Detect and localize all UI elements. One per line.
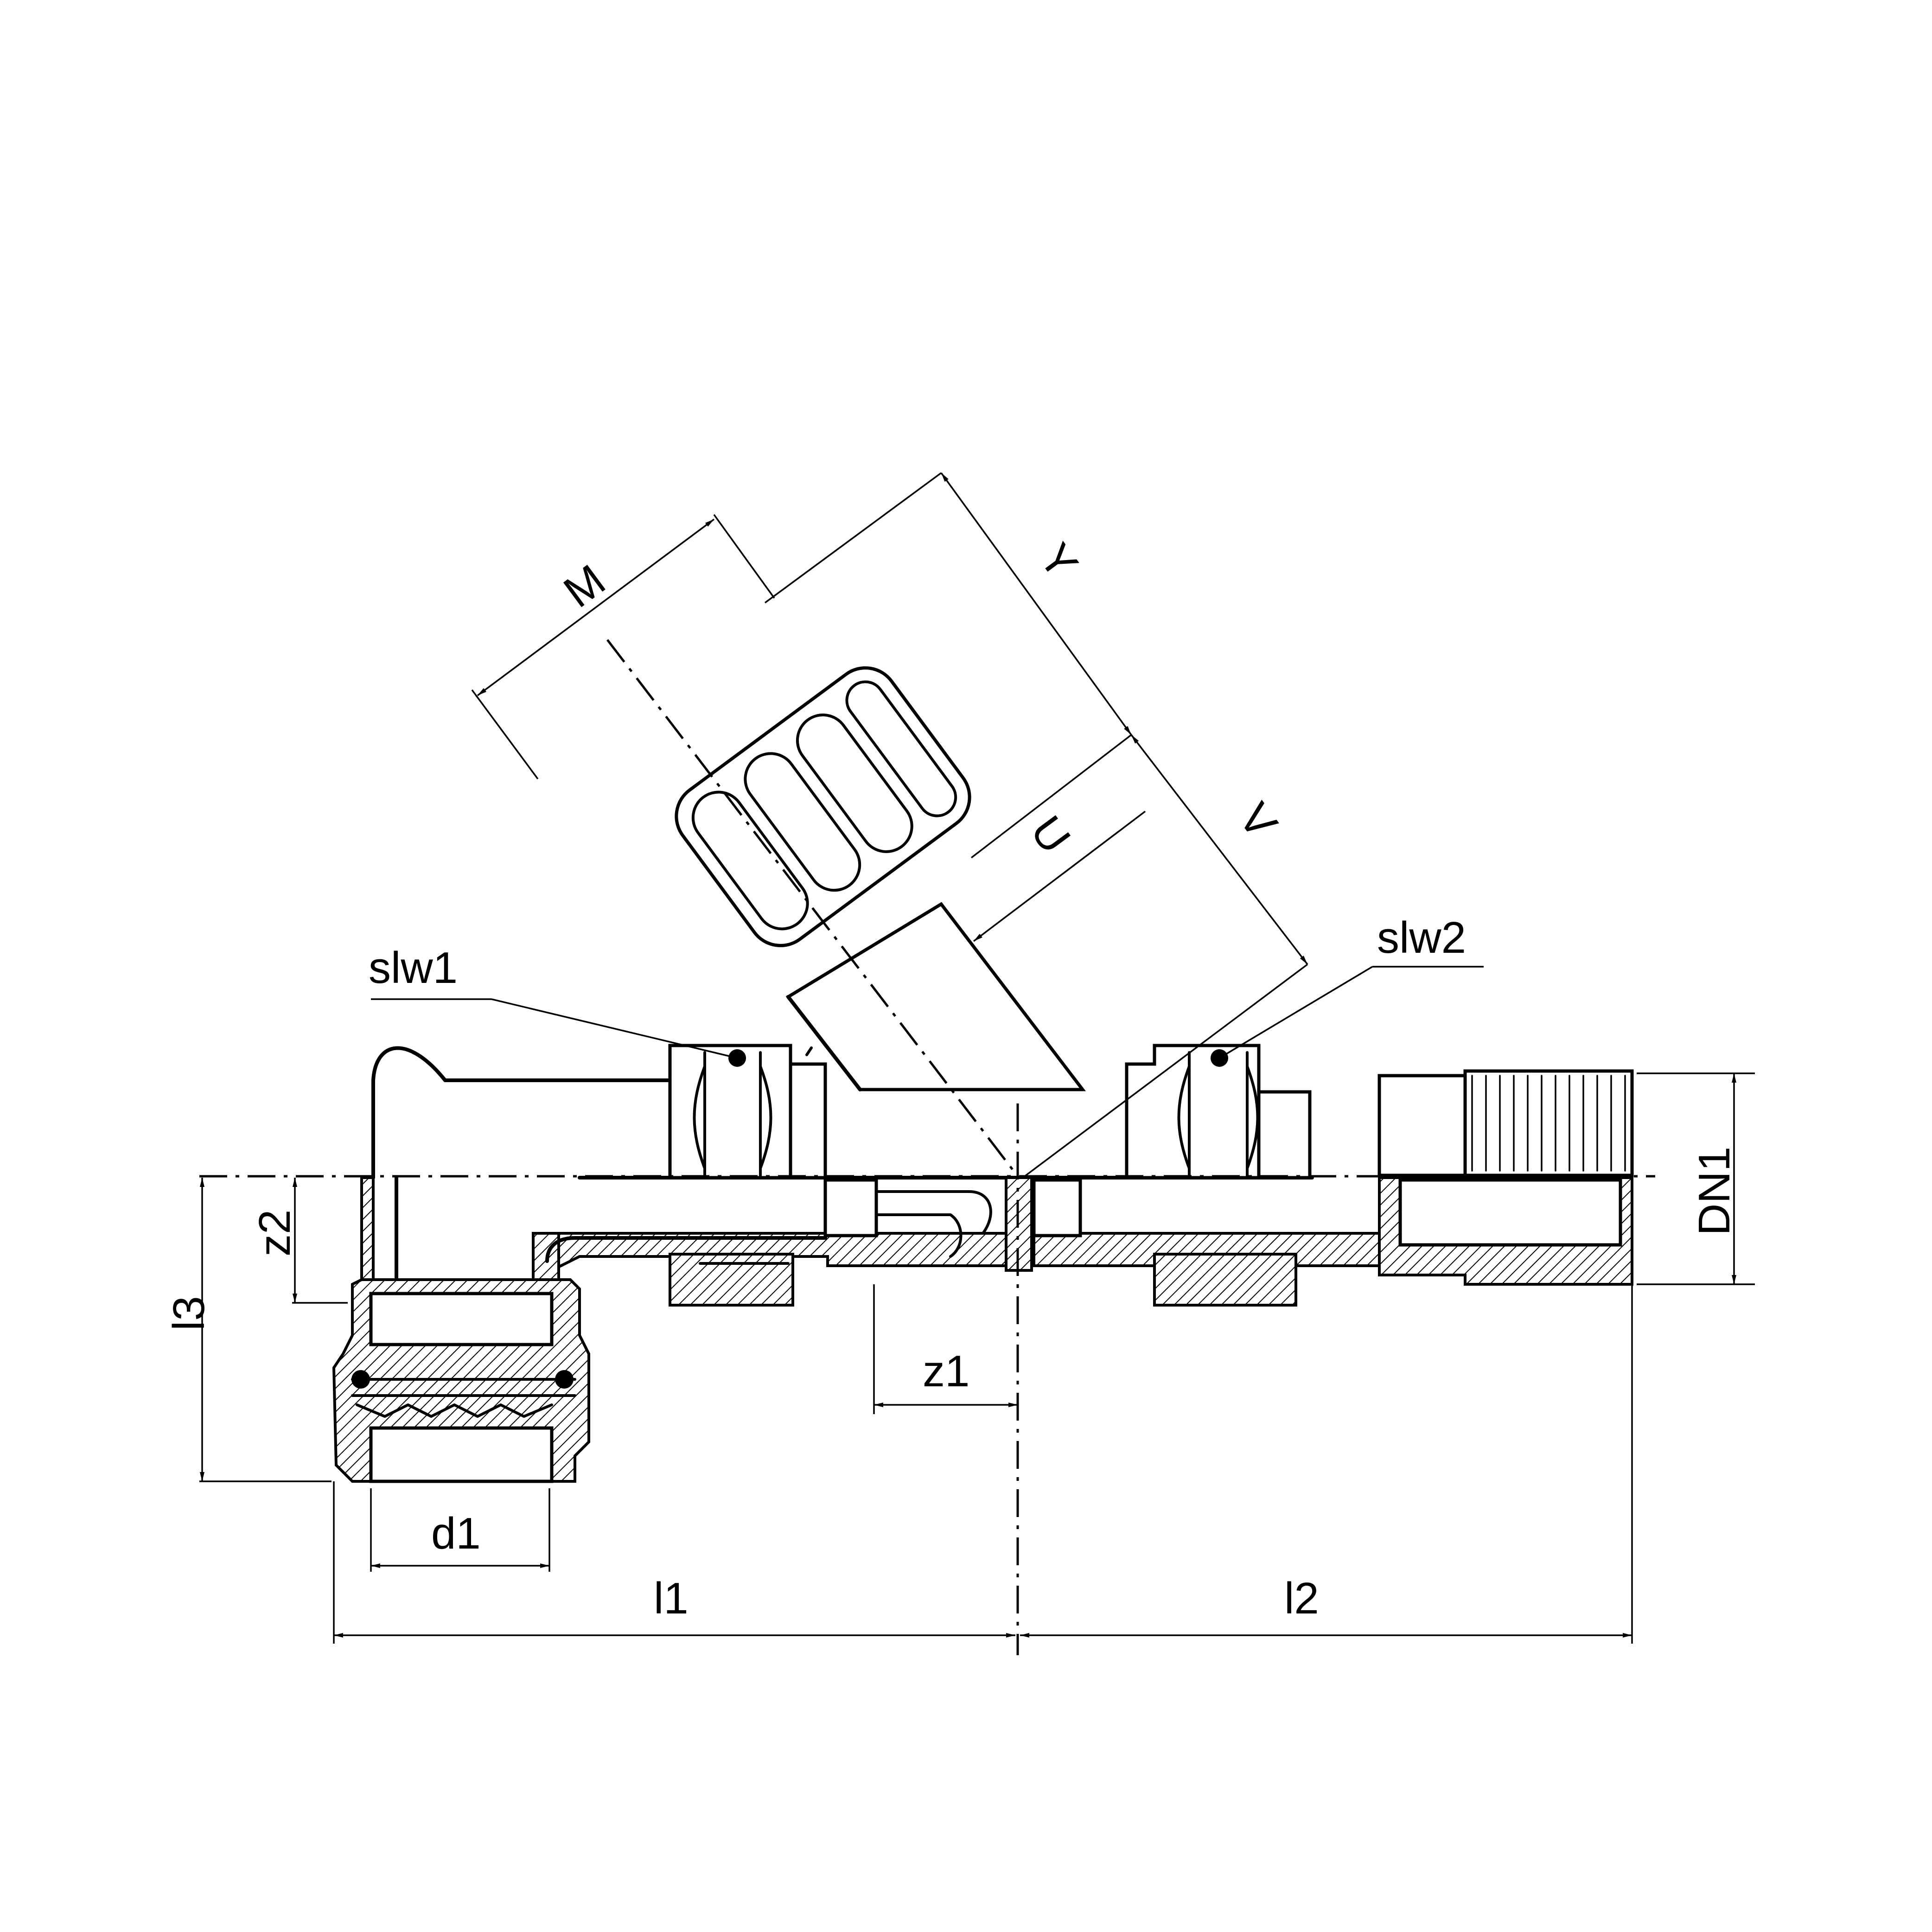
right-union-nut [1125,1044,1312,1307]
label-u: U [1021,807,1080,862]
left-union-nut [668,1044,827,1307]
label-slw2: slw2 [1377,913,1466,963]
valve-spindle [785,902,1086,1091]
o-ring-left [351,1370,370,1389]
dimension-lines [199,472,1755,1644]
label-l3: l3 [164,1296,214,1331]
o-ring-right [555,1370,574,1389]
label-y: Y [1030,535,1087,588]
slw2-marker [1211,1049,1228,1067]
push-fit-connector [332,1278,590,1483]
threaded-end [1377,1069,1634,1286]
center-lines [199,639,1655,1655]
label-v: V [1229,794,1287,848]
label-d1: d1 [431,1509,481,1558]
label-l2: l2 [1284,1574,1319,1623]
label-z1: z1 [923,1346,969,1396]
handwheel [675,666,971,947]
label-l1: l1 [654,1574,689,1623]
label-m: M [555,555,614,617]
label-z2: z2 [250,1210,300,1256]
label-slw1: slw1 [369,943,458,993]
slw1-marker [728,1049,746,1067]
label-dn1: DN1 [1690,1147,1739,1236]
